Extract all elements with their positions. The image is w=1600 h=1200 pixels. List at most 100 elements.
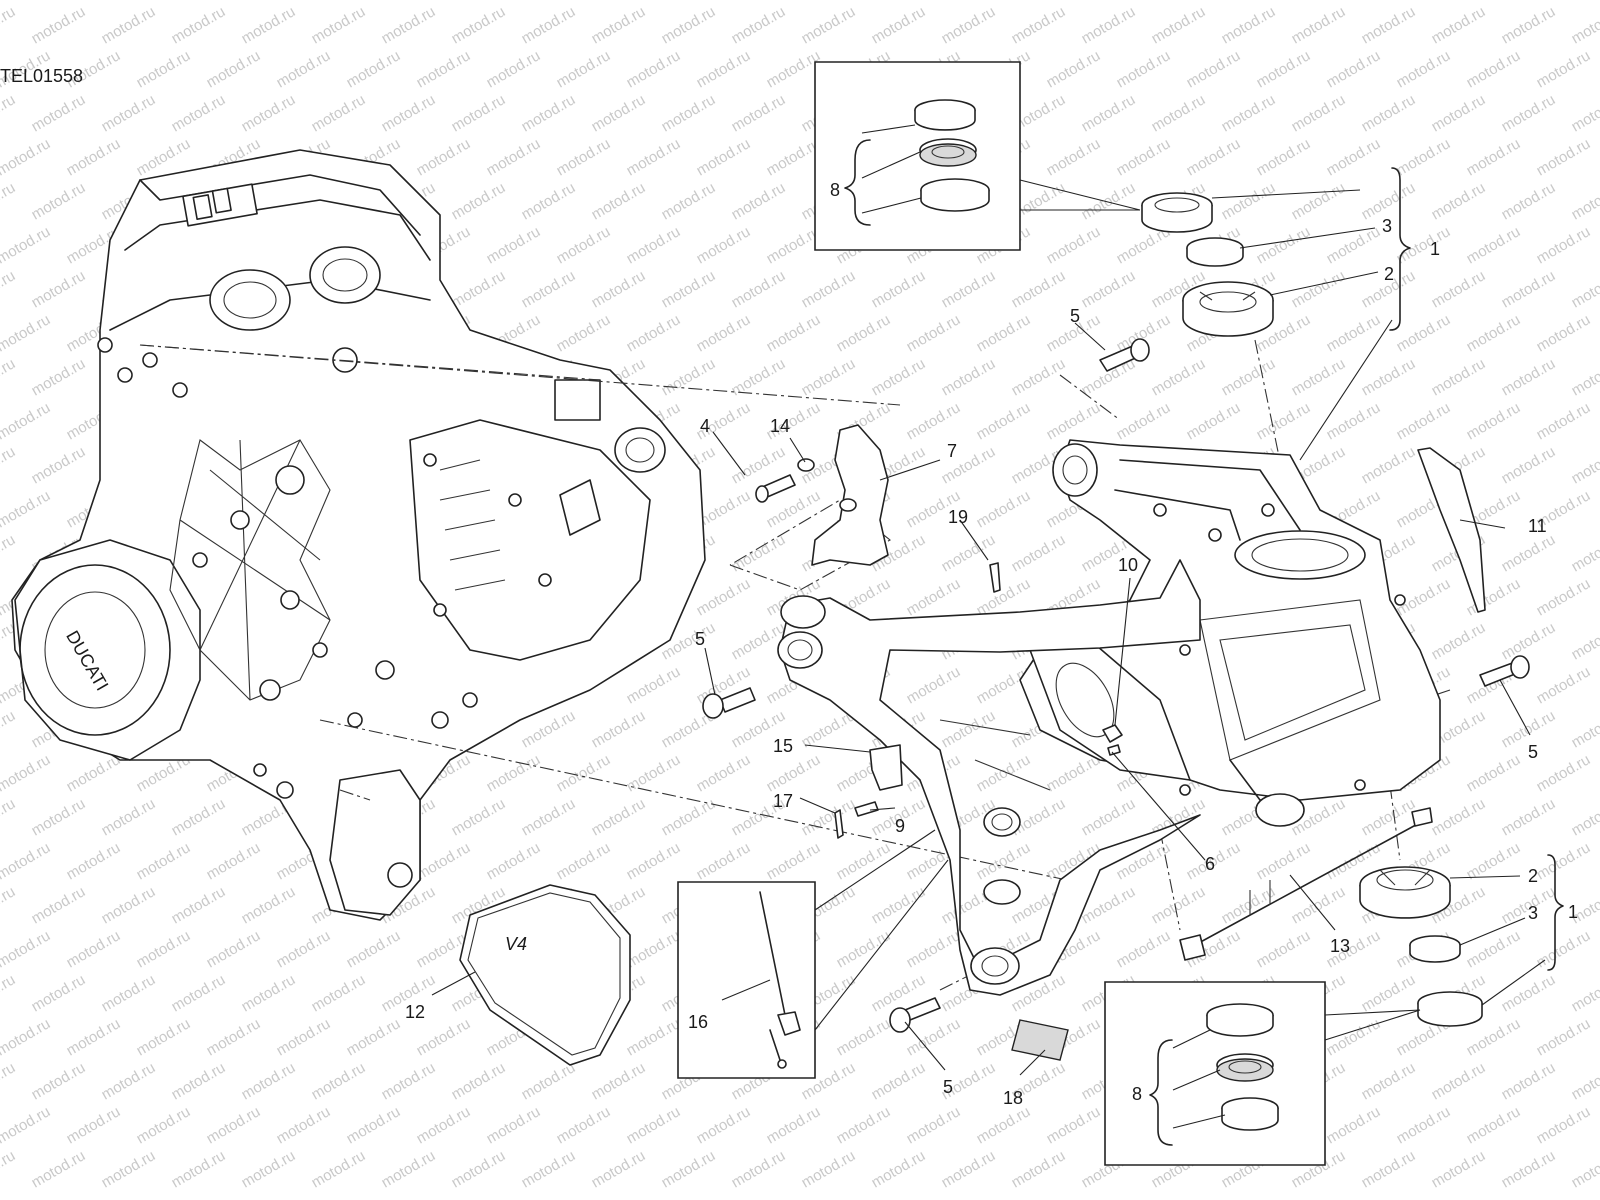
- watermark-text: motod.ru: [869, 883, 929, 927]
- watermark-text: motod.ru: [1009, 267, 1069, 311]
- callout-13: 13: [1330, 936, 1350, 956]
- watermark-text: motod.ru: [1254, 47, 1314, 91]
- watermark-text: motod.ru: [1569, 355, 1600, 399]
- watermark-text: motod.ru: [1044, 135, 1104, 179]
- watermark-text: motod.ru: [1534, 399, 1594, 443]
- watermark-text: motod.ru: [0, 1015, 53, 1059]
- watermark-text: motod.ru: [449, 91, 509, 135]
- watermark-text: motod.ru: [449, 1147, 509, 1191]
- watermark-text: motod.ru: [974, 487, 1034, 531]
- watermark-text: motod.ru: [0, 487, 53, 531]
- watermark-text: motod.ru: [1079, 3, 1139, 47]
- watermark-text: motod.ru: [274, 1015, 334, 1059]
- watermark-text: motod.ru: [974, 751, 1034, 795]
- watermark-text: motod.ru: [204, 1103, 264, 1147]
- watermark-text: motod.ru: [0, 311, 53, 355]
- part-10-nut: [1102, 724, 1123, 743]
- watermark-text: motod.ru: [1569, 91, 1600, 135]
- part-13-rod: [1179, 807, 1433, 961]
- watermark-text: motod.ru: [414, 135, 474, 179]
- callout-8-bottom: 8: [1132, 1084, 1142, 1104]
- engine-assembly: DUCATI: [11, 149, 706, 921]
- watermark-text: motod.ru: [344, 927, 404, 971]
- watermark-text: motod.ru: [309, 1059, 369, 1103]
- watermark-text: motod.ru: [589, 1147, 649, 1191]
- watermark-text: motod.ru: [1394, 223, 1454, 267]
- watermark-text: motod.ru: [1254, 927, 1314, 971]
- watermark-text: motod.ru: [904, 311, 964, 355]
- watermark-text: motod.ru: [729, 355, 789, 399]
- watermark-text: motod.ru: [1499, 1147, 1559, 1191]
- watermark-text: motod.ru: [414, 1103, 474, 1147]
- part-18-label: [1011, 1019, 1069, 1061]
- watermark-text: motod.ru: [974, 399, 1034, 443]
- watermark-text: motod.ru: [1009, 1147, 1069, 1191]
- watermark-text: motod.ru: [659, 795, 719, 839]
- watermark-text: motod.ru: [99, 3, 159, 47]
- callout-15: 15: [773, 736, 793, 756]
- watermark-text: motod.ru: [1079, 795, 1139, 839]
- main-frame: [1019, 439, 1441, 827]
- callout-3-top: 3: [1382, 216, 1392, 236]
- watermark-text: motod.ru: [204, 1015, 264, 1059]
- watermark-text: motod.ru: [99, 91, 159, 135]
- watermark-text: motod.ru: [694, 575, 754, 619]
- watermark-text: motod.ru: [1289, 355, 1349, 399]
- watermark-text: motod.ru: [1569, 619, 1600, 663]
- watermark-text: motod.ru: [29, 443, 89, 487]
- watermark-text: motod.ru: [1569, 179, 1600, 223]
- callout-2-top: 2: [1384, 264, 1394, 284]
- watermark-text: motod.ru: [1534, 839, 1594, 883]
- watermark-text: motod.ru: [589, 179, 649, 223]
- watermark-text: motod.ru: [0, 839, 53, 883]
- watermark-text: motod.ru: [1184, 399, 1244, 443]
- watermark-text: motod.ru: [624, 1015, 684, 1059]
- watermark-text: motod.ru: [659, 267, 719, 311]
- watermark-text: motod.ru: [1114, 399, 1174, 443]
- watermark-text: motod.ru: [134, 927, 194, 971]
- watermark-text: motod.ru: [274, 927, 334, 971]
- watermark-text: motod.ru: [519, 91, 579, 135]
- watermark-text: motod.ru: [1499, 355, 1559, 399]
- watermark-text: motod.ru: [29, 355, 89, 399]
- watermark-text: motod.ru: [449, 1059, 509, 1103]
- watermark-text: motod.ru: [554, 47, 614, 91]
- watermark-text: motod.ru: [624, 839, 684, 883]
- watermark-text: motod.ru: [309, 1147, 369, 1191]
- watermark-text: motod.ru: [274, 47, 334, 91]
- watermark-text: motod.ru: [29, 795, 89, 839]
- watermark-text: motod.ru: [1289, 91, 1349, 135]
- watermark-text: motod.ru: [0, 1103, 53, 1147]
- watermark-text: motod.ru: [64, 751, 124, 795]
- bearing-detail-box-bottom: [1104, 981, 1421, 1166]
- part-5-bolt-right: [1479, 655, 1530, 687]
- watermark-text: motod.ru: [904, 663, 964, 707]
- watermark-text: motod.ru: [1394, 311, 1454, 355]
- watermark-text: motod.ru: [1464, 47, 1524, 91]
- watermark-text: motod.ru: [134, 1015, 194, 1059]
- bearing-detail-box-top: [814, 61, 1141, 251]
- watermark-text: motod.ru: [1429, 355, 1489, 399]
- watermark-text: motod.ru: [624, 135, 684, 179]
- part-5-bolt-left: [702, 687, 756, 719]
- watermark-text: motod.ru: [1394, 135, 1454, 179]
- watermark-text: motod.ru: [64, 1015, 124, 1059]
- watermark-text: motod.ru: [1534, 575, 1594, 619]
- callout-9: 9: [895, 816, 905, 836]
- watermark-text: motod.ru: [764, 1103, 824, 1147]
- callout-5-right: 5: [1528, 742, 1538, 762]
- watermark-text: motod.ru: [694, 1103, 754, 1147]
- watermark-text: motod.ru: [554, 839, 614, 883]
- watermark-text: motod.ru: [1359, 1059, 1419, 1103]
- watermark-text: motod.ru: [974, 1103, 1034, 1147]
- watermark-text: motod.ru: [1464, 223, 1524, 267]
- watermark-text: motod.ru: [939, 355, 999, 399]
- part-12-cover: V4: [459, 884, 631, 1066]
- watermark-text: motod.ru: [1254, 223, 1314, 267]
- watermark-text: motod.ru: [1254, 135, 1314, 179]
- watermark-text: motod.ru: [1429, 1147, 1489, 1191]
- watermark-text: motod.ru: [1324, 311, 1384, 355]
- watermark-text: motod.ru: [1499, 795, 1559, 839]
- watermark-text: motod.ru: [29, 267, 89, 311]
